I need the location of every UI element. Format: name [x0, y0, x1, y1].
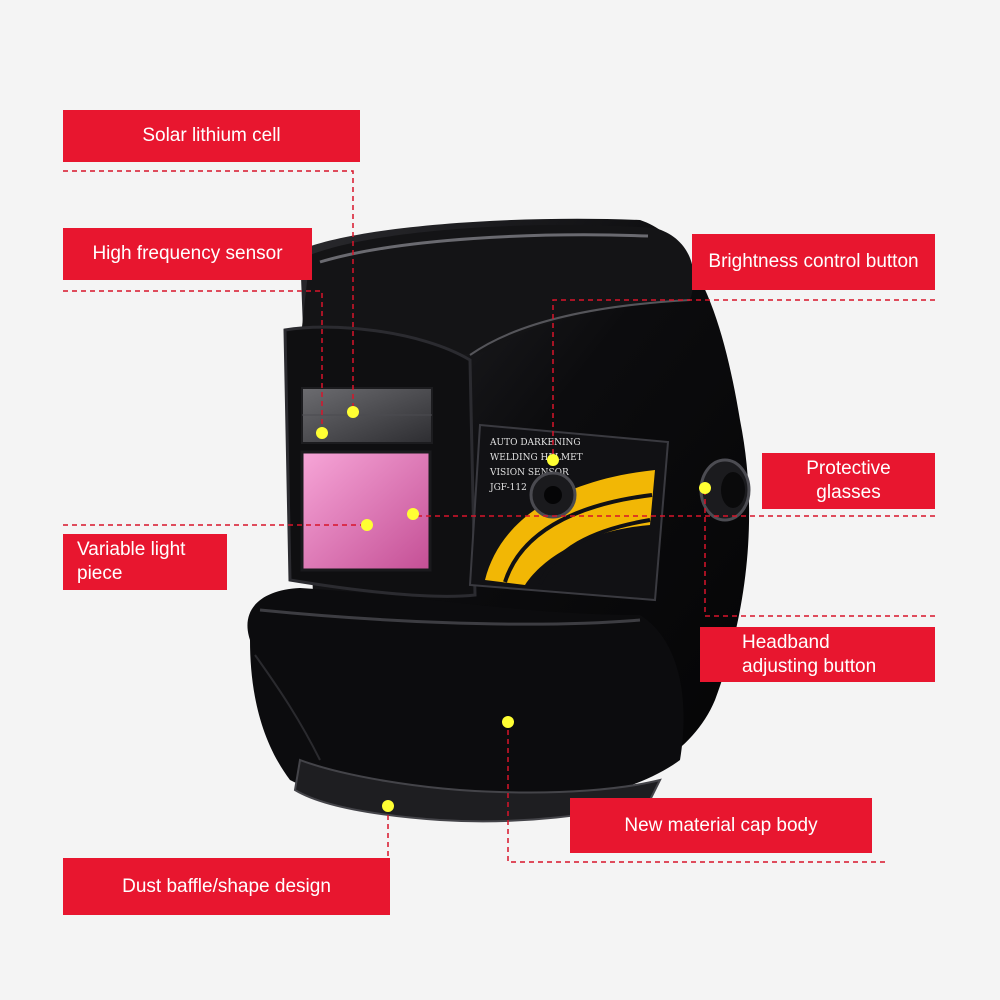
- leader-headband: [704, 488, 935, 617]
- label-dust-text: Dust baffle/shape design: [122, 875, 331, 897]
- marker-solar: [347, 406, 359, 418]
- label-headband-adjusting-button: Headband adjusting button: [700, 627, 935, 682]
- marker-brightness: [547, 454, 559, 466]
- label-solar-lithium-cell: Solar lithium cell: [63, 110, 360, 162]
- helmet-crown: [300, 225, 694, 355]
- yellow-swoosh: [485, 470, 655, 585]
- panel-text-line2: WELDING HELMET: [490, 453, 583, 463]
- label-new-material-cap-body: New material cap body: [570, 798, 872, 853]
- leader-cap-body: [507, 722, 885, 863]
- label-protective-line1: Protective: [806, 458, 891, 479]
- leader-brightness: [552, 299, 935, 460]
- label-headband-line1: Headband: [742, 631, 830, 653]
- label-hf-text: High frequency sensor: [92, 243, 283, 264]
- label-dust-baffle-shape-design: Dust baffle/shape design: [63, 858, 390, 915]
- panel-text-line1: AUTO DARKENING: [489, 438, 581, 448]
- label-brightness-control-button: Brightness control button: [692, 234, 935, 290]
- leader-solar: [63, 170, 354, 412]
- marker-dust: [382, 800, 394, 812]
- label-protective-glasses: Protective glasses: [762, 453, 935, 509]
- label-high-frequency-sensor: High frequency sensor: [63, 228, 312, 280]
- marker-variable: [361, 519, 373, 531]
- panel-text-line4: JGF-112: [489, 483, 527, 493]
- label-cap-body-text: New material cap body: [624, 814, 818, 836]
- markers: [316, 406, 711, 812]
- label-protective-line2: glasses: [816, 482, 881, 503]
- marker-cap-body: [502, 716, 514, 728]
- marker-protective: [407, 508, 419, 520]
- panel-text-line3: VISION SENSOR: [489, 468, 569, 478]
- label-headband-line2: adjusting button: [742, 655, 877, 677]
- label-brightness-text: Brightness control button: [708, 251, 919, 272]
- leader-lines: [63, 170, 935, 863]
- label-variable-line1: Variable light: [77, 539, 186, 560]
- marker-headband: [699, 482, 711, 494]
- leader-hf-sensor: [63, 290, 323, 433]
- label-variable-line2: piece: [77, 563, 123, 584]
- helmet-lower-body: [247, 588, 684, 812]
- label-variable-light-piece: Variable light piece: [63, 534, 227, 590]
- marker-hf-sensor: [316, 427, 328, 439]
- label-solar-text: Solar lithium cell: [142, 125, 281, 146]
